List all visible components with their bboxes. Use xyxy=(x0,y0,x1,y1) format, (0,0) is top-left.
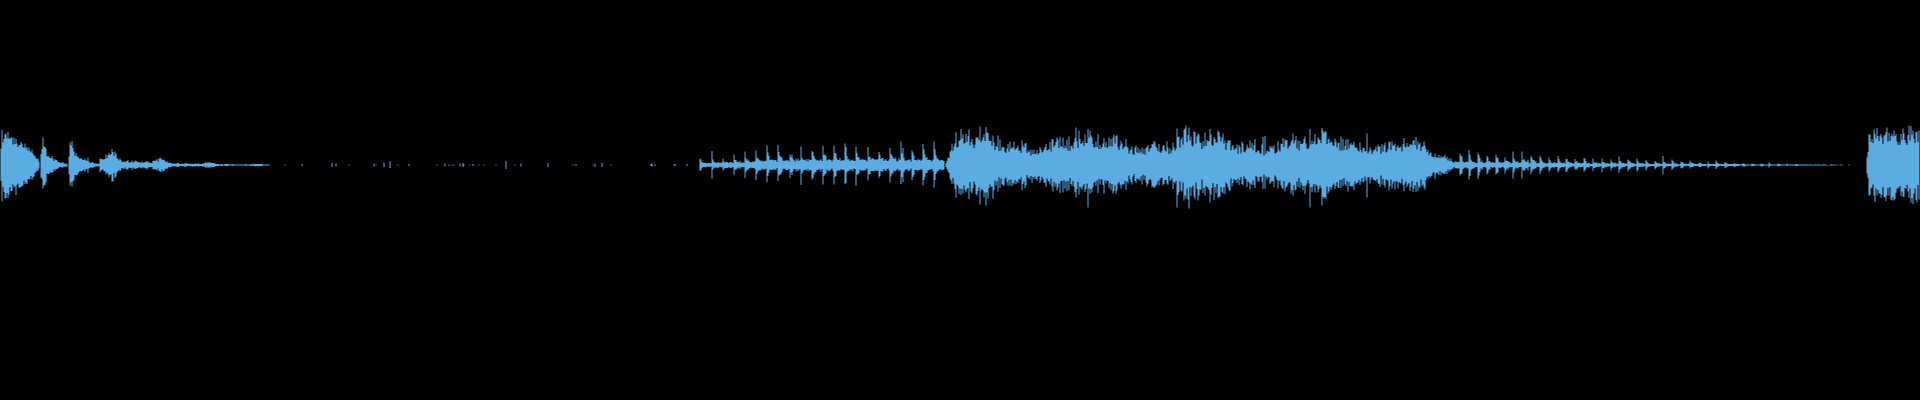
waveform-path xyxy=(0,125,1920,209)
waveform-bars xyxy=(0,125,1920,209)
